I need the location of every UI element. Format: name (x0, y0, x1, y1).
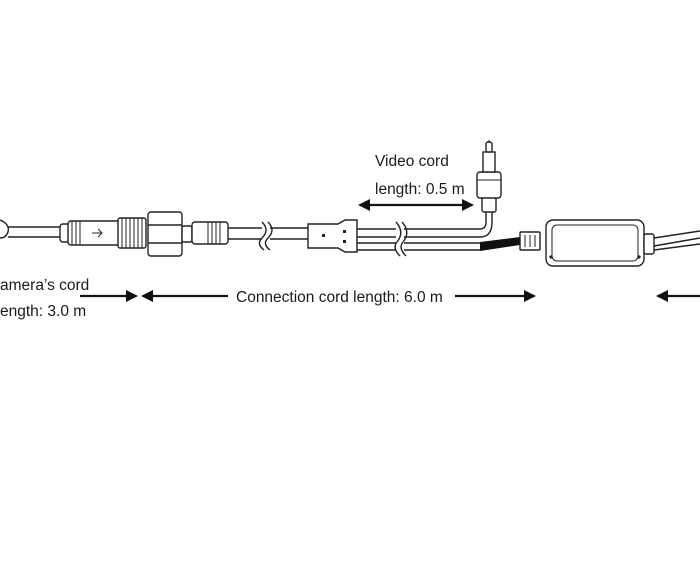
camera-connector (59, 217, 147, 249)
connection-cord-dimension (141, 290, 536, 302)
rca-video-plug (476, 140, 502, 213)
video-cord-label-line1: Video cord (375, 153, 449, 170)
control-box (545, 219, 700, 267)
power-cord-dimension (656, 290, 700, 302)
small-plug (519, 231, 541, 251)
camera-cord-dimension (80, 290, 138, 302)
splitter-block (307, 219, 358, 253)
video-cord-label-line2: length: 0.5 m (375, 181, 465, 198)
connection-cord-label: Connection cord length: 6.0 m (236, 289, 443, 306)
camera-cord (0, 219, 62, 239)
splitter-cords (357, 212, 520, 257)
camera-cord-label-line1: amera’s cord (0, 277, 89, 294)
connection-cord (228, 221, 308, 251)
coupling-connector (147, 211, 229, 257)
camera-cord-label-line2: ength: 3.0 m (0, 303, 86, 320)
video-cord-dimension (358, 199, 474, 211)
